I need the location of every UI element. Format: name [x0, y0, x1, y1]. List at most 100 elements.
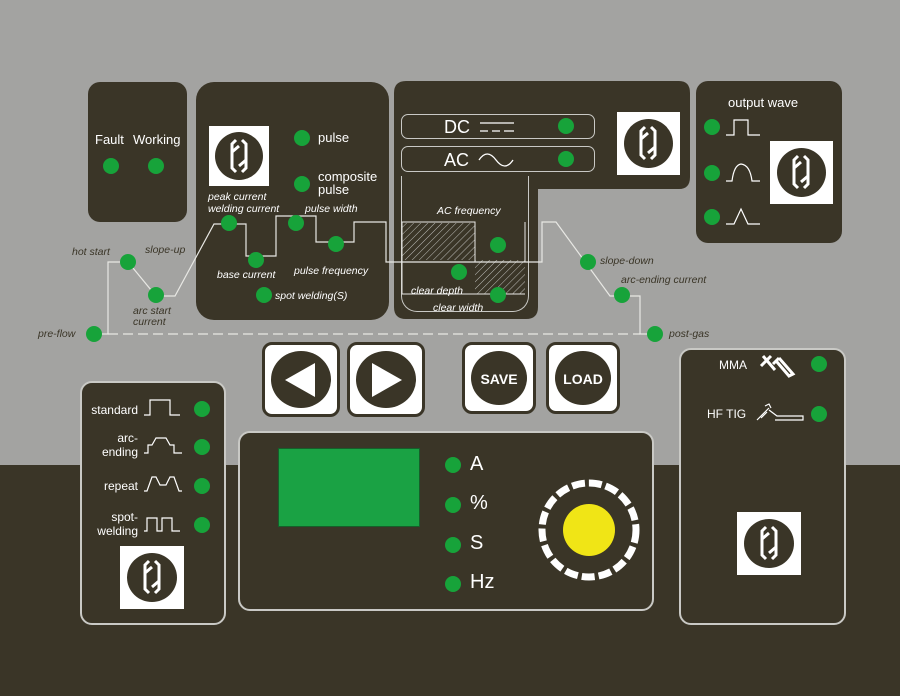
slope-down-label: slope-down: [600, 255, 654, 267]
cycle-arrows-icon: [639, 125, 657, 161]
mode-panel: standard arc- ending repeat spot- weldin…: [80, 381, 226, 625]
arc-ending-current-label: arc-ending current: [621, 274, 707, 286]
pulse-panel: pulse composite pulse: [196, 82, 389, 320]
arc-start-current-label: arc start current: [133, 305, 171, 328]
triangle-wave-led: [704, 209, 720, 225]
unit-a-led: [445, 457, 461, 473]
mma-led[interactable]: [811, 356, 827, 372]
hot-start-label: hot start: [72, 246, 110, 258]
pulse-width-led[interactable]: [288, 215, 304, 231]
hf-tig-led[interactable]: [811, 406, 827, 422]
output-wave-select-button[interactable]: [770, 141, 833, 204]
dc-led: [558, 118, 574, 134]
dc-label: DC: [444, 117, 470, 137]
digital-display: [278, 448, 420, 527]
repeat-led[interactable]: [194, 478, 210, 494]
spot-welding-led[interactable]: [256, 287, 272, 303]
slope-down-led[interactable]: [580, 254, 596, 270]
arc-ending-current-led[interactable]: [614, 287, 630, 303]
unit-a-label: A: [470, 453, 484, 475]
peak-current-label: peak current: [208, 191, 267, 203]
working-led: [148, 158, 164, 174]
fault-led: [103, 158, 119, 174]
load-label: LOAD: [563, 371, 603, 387]
repeat-wave-icon: [144, 476, 182, 492]
ac-frequency-led[interactable]: [490, 237, 506, 253]
fault-label: Fault: [95, 132, 124, 147]
slope-up-label: slope-up: [145, 244, 186, 256]
electrode-holder-icon: [759, 354, 796, 378]
save-label: SAVE: [480, 371, 518, 387]
base-current-label: base current: [217, 269, 276, 281]
dc-option[interactable]: DC: [401, 114, 595, 139]
spot-welding-mode-label: spot- welding: [97, 510, 138, 538]
hf-tig-label: HF TIG: [707, 407, 747, 421]
unit-percent-led: [445, 497, 461, 513]
arrow-left-icon: [285, 363, 315, 397]
standard-led[interactable]: [194, 401, 210, 417]
cycle-arrows-icon: [792, 154, 810, 190]
pulse-width-label: pulse width: [305, 203, 358, 215]
pre-flow-label: pre-flow: [38, 328, 76, 340]
ac-led: [558, 151, 574, 167]
cycle-arrows-icon: [230, 138, 248, 174]
post-gas-led[interactable]: [647, 326, 663, 342]
pulse-select-button[interactable]: [209, 126, 269, 186]
square-wave-led: [704, 119, 720, 135]
next-button[interactable]: [347, 342, 425, 417]
base-current-led[interactable]: [248, 252, 264, 268]
repeat-label: repeat: [103, 479, 138, 493]
clear-depth-led[interactable]: [451, 264, 467, 280]
cycle-arrows-icon: [760, 525, 778, 561]
ac-frequency-label: AC frequency: [437, 205, 501, 217]
working-label: Working: [133, 132, 181, 147]
post-gas-label: post-gas: [669, 328, 710, 340]
pulse-label: pulse: [318, 130, 350, 145]
triangle-wave-icon: [726, 207, 760, 225]
output-wave-title: output wave: [728, 95, 799, 110]
spot-welding-mode-led[interactable]: [194, 517, 210, 533]
previous-button[interactable]: [262, 342, 340, 417]
status-panel: Fault Working: [88, 82, 187, 222]
welding-current-label: welding current: [208, 203, 280, 215]
ac-option[interactable]: AC: [401, 146, 595, 172]
unit-hz-label: Hz: [470, 571, 495, 593]
spot-welding-wave-icon: [144, 517, 180, 532]
pulse-led: [294, 130, 310, 146]
process-panel: MMA HF TIG: [679, 348, 846, 625]
standard-label: standard: [91, 403, 138, 417]
arc-ending-led[interactable]: [194, 439, 210, 455]
composite-pulse-label: composite pulse: [318, 169, 378, 197]
ac-label: AC: [444, 150, 470, 170]
output-wave-panel: output wave: [696, 81, 842, 243]
unit-percent-label: %: [470, 492, 488, 514]
composite-pulse-led: [294, 176, 310, 192]
sine-wave-led: [704, 165, 720, 181]
spot-welding-label: spot welding(S): [275, 290, 348, 302]
ac-wave-icon: [478, 153, 514, 167]
pulse-frequency-led[interactable]: [328, 236, 344, 252]
dc-wave-icon: [480, 122, 514, 132]
pre-flow-led[interactable]: [86, 326, 102, 342]
clear-depth-label: clear depth: [411, 285, 463, 297]
save-button[interactable]: SAVE: [462, 342, 536, 414]
arc-ending-wave-icon: [144, 437, 182, 454]
arc-ending-label: arc- ending: [101, 431, 138, 459]
peak-current-led[interactable]: [221, 215, 237, 231]
hot-start-led[interactable]: [120, 254, 136, 270]
arc-start-current-led[interactable]: [148, 287, 164, 303]
clear-width-led[interactable]: [490, 287, 506, 303]
load-button[interactable]: LOAD: [546, 342, 620, 414]
clear-width-label: clear width: [433, 302, 484, 314]
adjustment-knob[interactable]: [536, 477, 642, 583]
standard-wave-icon: [144, 399, 180, 416]
cycle-arrows-icon: [143, 559, 161, 595]
sine-wave-icon: [726, 163, 760, 182]
display-panel: A % S Hz: [238, 431, 654, 611]
pulse-frequency-label: pulse frequency: [294, 265, 369, 277]
process-select-button[interactable]: [737, 512, 801, 575]
unit-s-led: [445, 537, 461, 553]
current-type-select-button[interactable]: [617, 112, 680, 175]
mode-select-button[interactable]: [120, 546, 184, 609]
arrow-right-icon: [372, 363, 402, 397]
